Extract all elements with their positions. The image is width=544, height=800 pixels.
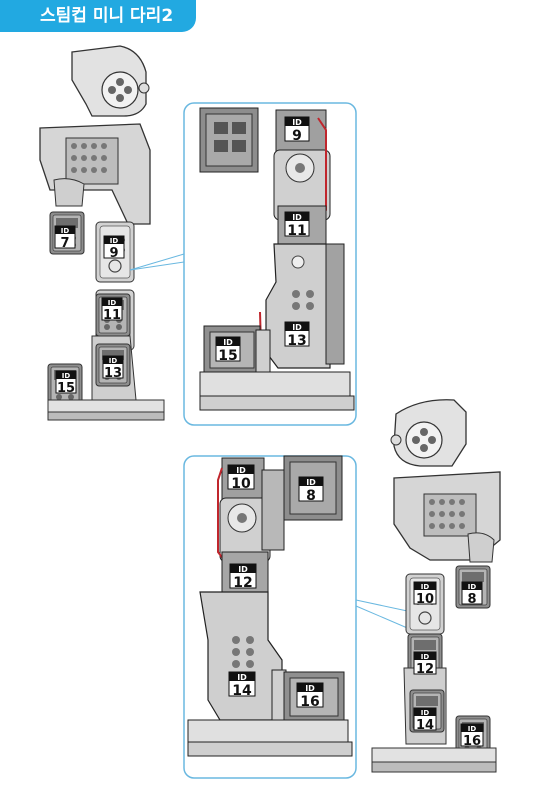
svg-text:ID: ID: [292, 323, 302, 332]
svg-text:9: 9: [292, 128, 302, 144]
right-robot-illustration: [371, 399, 501, 773]
id-tag-9: ID 9: [103, 235, 125, 261]
svg-text:14: 14: [232, 683, 252, 699]
id-tag-8-zoom: ID 8: [298, 476, 324, 504]
svg-text:ID: ID: [421, 653, 430, 661]
svg-text:ID: ID: [236, 466, 246, 475]
svg-text:ID: ID: [223, 338, 233, 347]
svg-text:16: 16: [300, 694, 319, 710]
id-tag-12-zoom: ID 12: [229, 563, 257, 591]
id-tag-10-zoom: ID 10: [227, 464, 255, 492]
svg-text:ID: ID: [292, 118, 302, 127]
svg-text:16: 16: [463, 734, 481, 749]
svg-text:ID: ID: [468, 583, 477, 591]
svg-text:11: 11: [103, 308, 121, 323]
right-callout-lines: [355, 599, 413, 631]
svg-text:ID: ID: [110, 237, 119, 245]
id-tag-13-zoom: ID 13: [284, 321, 310, 349]
svg-text:8: 8: [306, 488, 316, 504]
id-tag-11-zoom: ID 11: [284, 211, 310, 239]
svg-text:10: 10: [231, 476, 251, 492]
svg-text:ID: ID: [292, 213, 302, 222]
svg-text:ID: ID: [62, 372, 71, 380]
svg-text:11: 11: [287, 223, 306, 239]
id-tag-15-zoom: ID 15: [215, 336, 241, 364]
svg-text:ID: ID: [238, 565, 248, 574]
svg-text:8: 8: [467, 592, 476, 607]
left-callout-lines: [129, 253, 185, 271]
svg-text:13: 13: [287, 333, 306, 349]
id-tag-11: ID 11: [101, 297, 123, 323]
id-tag-16: ID 16: [460, 723, 484, 749]
right-zoom-panel: [183, 455, 357, 779]
svg-text:ID: ID: [468, 725, 477, 733]
svg-text:7: 7: [60, 236, 69, 251]
svg-text:10: 10: [416, 592, 434, 607]
id-tag-8: ID 8: [461, 581, 483, 607]
right-robot-id-labels: ID 10 ID 8 ID 12 ID 14 ID 16: [413, 581, 484, 749]
svg-text:15: 15: [57, 381, 75, 396]
svg-text:13: 13: [104, 366, 122, 381]
left-robot-id-labels: ID 7 ID 9 ID 11 ID 13 ID 15: [54, 225, 125, 396]
svg-text:9: 9: [109, 246, 118, 261]
id-tag-10: ID 10: [413, 581, 437, 607]
svg-text:ID: ID: [421, 583, 430, 591]
id-tag-13: ID 13: [102, 355, 124, 381]
left-zoom-panel: [183, 102, 357, 426]
svg-text:ID: ID: [61, 227, 70, 235]
svg-text:14: 14: [416, 718, 434, 733]
id-tag-14-zoom: ID 14: [228, 671, 256, 699]
id-tag-16-zoom: ID 16: [296, 682, 324, 710]
page-title: 스팀컵 미니 다리2: [0, 0, 196, 32]
id-tag-12: ID 12: [413, 651, 437, 677]
svg-text:ID: ID: [421, 709, 430, 717]
id-tag-9-zoom: ID 9: [284, 116, 310, 144]
id-tag-15: ID 15: [55, 370, 77, 396]
svg-text:12: 12: [416, 662, 434, 677]
id-tag-14: ID 14: [413, 707, 437, 733]
svg-text:ID: ID: [305, 684, 315, 693]
svg-text:12: 12: [233, 575, 252, 591]
svg-text:ID: ID: [109, 357, 118, 365]
svg-text:ID: ID: [237, 673, 247, 682]
svg-text:ID: ID: [306, 478, 316, 487]
svg-text:ID: ID: [108, 299, 117, 307]
left-zoom-id-labels: ID 9 ID 11 ID 13 ID 15: [215, 116, 310, 364]
id-tag-7: ID 7: [54, 225, 76, 251]
svg-text:15: 15: [218, 348, 237, 364]
right-zoom-id-labels: ID 10 ID 8 ID 12 ID 14 ID 16: [227, 464, 324, 710]
